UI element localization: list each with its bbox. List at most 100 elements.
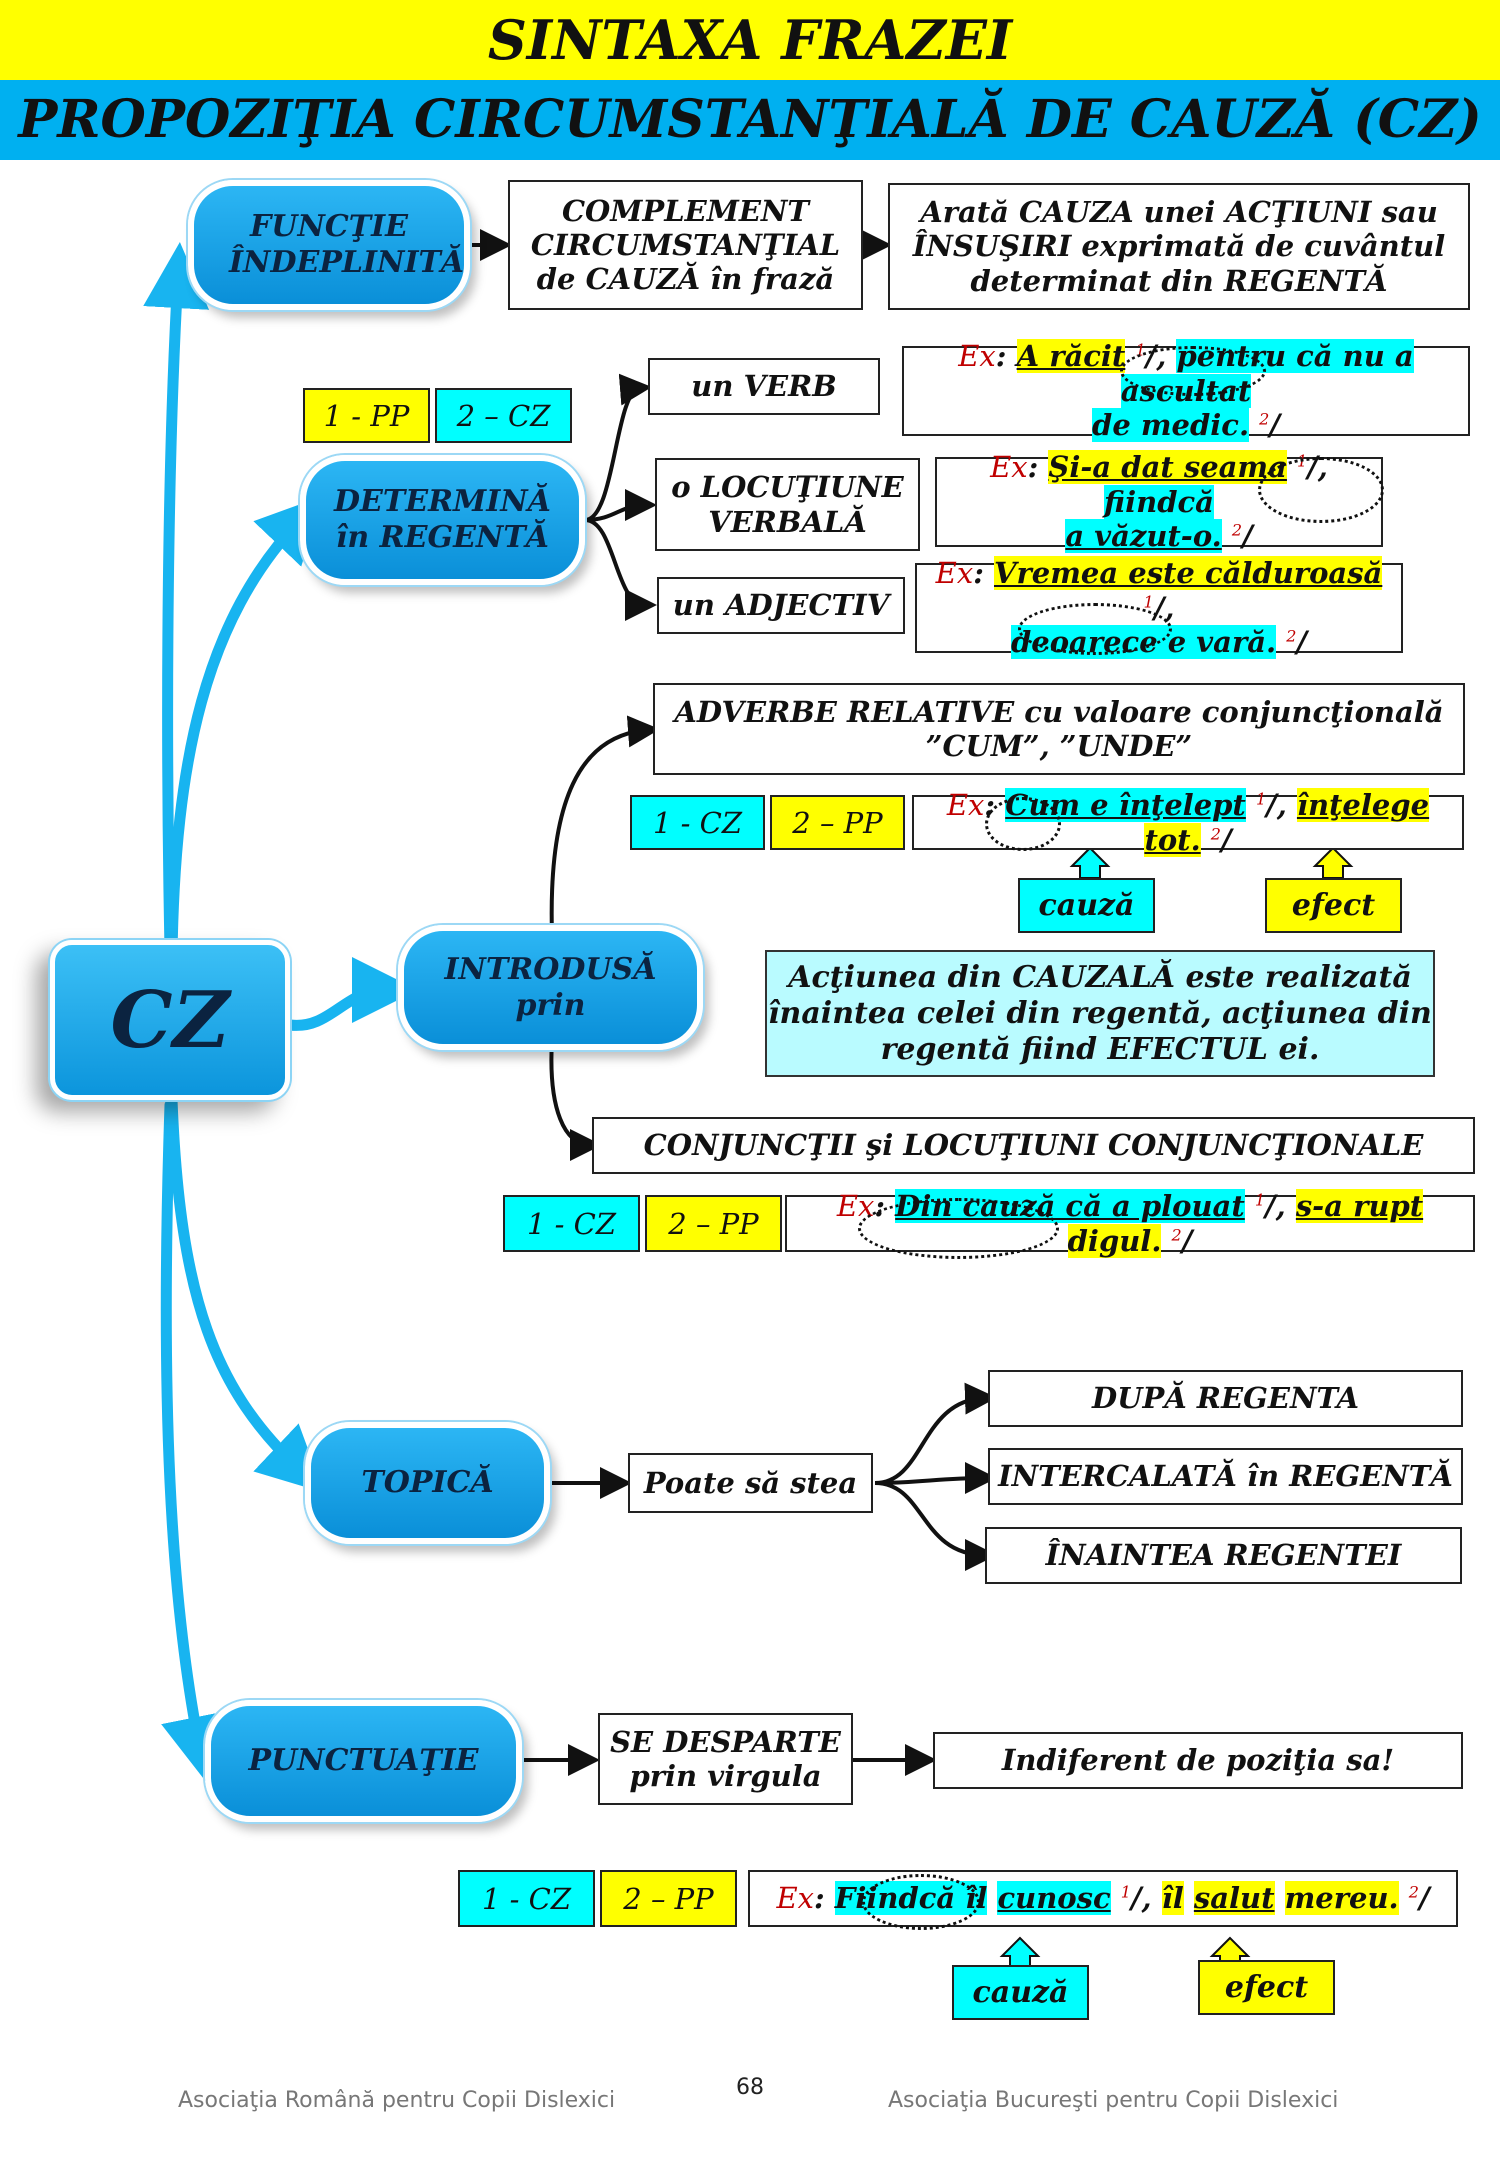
clause-number: 1	[1135, 340, 1146, 360]
example-main-start: îl	[1161, 1881, 1184, 1916]
node-determina: DETERMINĂ în REGENTĂ	[300, 455, 585, 585]
adverbe-l2: ”CUM”, ”UNDE”	[925, 729, 1193, 763]
ex-label: Ex	[946, 787, 985, 822]
clause-number: 2	[1231, 520, 1243, 540]
label-efect: efect	[1198, 1960, 1335, 2015]
page-number: 68	[736, 2075, 764, 2100]
center-node-cz: CZ	[50, 940, 290, 1100]
tag-1-pp: 1 - PP	[303, 388, 430, 443]
box-conjunctii: CONJUNCŢII şi LOCUŢIUNI CONJUNCŢIONALE	[592, 1117, 1475, 1174]
tag-2-pp: 2 – PP	[770, 795, 905, 850]
option-inaintea-regentei: ÎNAINTEA REGENTEI	[985, 1527, 1462, 1584]
option-locutiune-verbala: o LOCUŢIUNE VERBALĂ	[655, 458, 920, 551]
arrow-to-locutiune	[584, 489, 657, 522]
box-indiferent: Indiferent de poziţia sa!	[933, 1732, 1463, 1789]
clause-number: 1	[1120, 1882, 1131, 1902]
tag-1-cz: 1 - CZ	[630, 795, 765, 850]
ex-label: Ex	[935, 555, 974, 590]
tag-1-cz: 1 - CZ	[458, 1870, 595, 1927]
highlight-oval	[858, 1198, 1059, 1259]
branch-introdusa	[284, 957, 418, 1031]
node-topica: TOPICĂ	[305, 1422, 550, 1544]
clause-number: 2	[1408, 1882, 1419, 1902]
tag-2-cz: 2 – CZ	[435, 388, 572, 443]
option-dupa-regenta: DUPĂ REGENTA	[988, 1370, 1463, 1427]
label-cauza: cauză	[1018, 878, 1155, 933]
clause-number: 2	[1210, 823, 1221, 843]
example-main-clause: A răcit	[1016, 338, 1126, 373]
tag-1-cz: 1 - CZ	[503, 1195, 640, 1252]
branch-determina	[166, 496, 323, 961]
example-conjunction: fiindcă	[1104, 484, 1214, 519]
se-desparte-l2: prin virgula	[629, 1759, 822, 1793]
box-complement-l2: CIRCUMSTANŢIAL	[530, 227, 841, 262]
tag-2-pp: 2 – PP	[600, 1870, 737, 1927]
example-main-clause: Şi-a dat seama	[1048, 449, 1287, 484]
clause-number: 2	[1286, 626, 1297, 646]
adverbe-l1: ADVERBE RELATIVE cu valoare conjuncţiona…	[674, 694, 1444, 729]
info-l2: înaintea celei din regentă, acţiunea din	[768, 995, 1432, 1031]
footer-left: Asociaţia Română pentru Copii Dislexici	[178, 2088, 616, 2113]
highlight-oval	[1120, 346, 1266, 396]
highlight-oval	[985, 797, 1061, 851]
arrow-to-verb	[584, 373, 652, 522]
box-arata-cauza: Arată CAUZA unei ACŢIUNI sau ÎNSUŞIRI ex…	[888, 183, 1470, 310]
box-arata-l2: ÎNSUŞIRI exprimată de cuvântul	[912, 229, 1446, 264]
se-desparte-l1: SE DESPARTE	[610, 1724, 841, 1759]
clause-number: 2	[1171, 1224, 1182, 1244]
clause-number: 2	[1259, 409, 1270, 429]
box-arata-l3: determinat din REGENTĂ	[970, 263, 1388, 298]
footer-right: Asociaţia Bucureşti pentru Copii Dislexi…	[888, 2088, 1339, 2113]
node-topica-label: TOPICĂ	[361, 1465, 494, 1500]
arrow-to-adjectiv	[584, 518, 657, 621]
arrow-to-conjunctii	[549, 1039, 602, 1161]
info-l1: Acţiunea din CAUZALĂ este realizată	[788, 959, 1412, 995]
center-label: CZ	[110, 974, 230, 1066]
tag-2-pp: 2 – PP	[645, 1195, 782, 1252]
separator: /	[1269, 408, 1280, 443]
info-cauza-efect: Acţiunea din CAUZALĂ este realizată înai…	[765, 950, 1435, 1077]
node-determina-l2: în REGENTĂ	[336, 520, 549, 555]
branch-topica	[166, 1094, 325, 1493]
highlight-oval	[1018, 603, 1172, 655]
separator: /	[1181, 1223, 1193, 1258]
option-adjectiv: un ADJECTIV	[657, 577, 905, 634]
separator: /	[1296, 625, 1308, 660]
example-main-verb: s-a rupt	[1295, 1188, 1424, 1223]
node-determina-l1: DETERMINĂ	[334, 484, 551, 519]
example-causal-clause-end: de medic.	[1092, 408, 1250, 443]
clause-number: 1	[1254, 1190, 1266, 1210]
ex-label: Ex	[776, 1881, 814, 1916]
example-verb: Ex: A răcit 1/, pentru că nu a ascultat …	[902, 338, 1470, 443]
example-punctuatie: Ex: Fiindcă îl cunosc 1/, îl salut mereu…	[748, 1870, 1458, 1927]
arrow-to-intercalata	[874, 1462, 997, 1495]
box-adverbe-relative: ADVERBE RELATIVE cu valoare conjuncţiona…	[653, 683, 1465, 775]
separator: /,	[1265, 1188, 1286, 1223]
node-introdusa-l1: INTRODUSĂ	[444, 951, 657, 987]
separator: /	[1220, 822, 1232, 857]
node-functie: FUNCŢIE ÎNDEPLINITĂ	[188, 180, 470, 310]
box-complement: COMPLEMENT CIRCUMSTANŢIAL de CAUZĂ în fr…	[508, 180, 863, 310]
box-arata-l1: Arată CAUZA unei ACŢIUNI sau	[920, 195, 1438, 230]
page-subtitle: PROPOZIŢIA CIRCUMSTANŢIALĂ DE CAUZĂ (CZ)	[0, 80, 1500, 160]
separator: /	[1418, 1881, 1430, 1916]
example-main-clause: Vremea este călduroasă	[994, 555, 1383, 590]
arrow-to-adverbe	[549, 715, 660, 936]
node-introdusa: INTRODUSĂ prin	[398, 925, 703, 1050]
box-complement-l1: COMPLEMENT	[561, 193, 810, 228]
node-punctuatie-label: PUNCTUAŢIE	[248, 1743, 479, 1778]
example-main-end: mereu.	[1284, 1881, 1399, 1916]
clause-number: 1	[1143, 591, 1154, 611]
example-main-clause-end: digul.	[1067, 1223, 1162, 1258]
label-efect: efect	[1265, 878, 1402, 933]
clause-number: 1	[1255, 789, 1267, 809]
label-cauza: cauză	[952, 1965, 1089, 2020]
example-main-verb: salut	[1193, 1881, 1275, 1916]
arrow-to-dupa	[874, 1382, 997, 1485]
example-causal-verb: cunosc	[997, 1881, 1111, 1916]
ex-label: Ex	[990, 449, 1028, 484]
highlight-oval	[862, 1874, 980, 1930]
ex-label: Ex	[958, 338, 996, 373]
node-punctuatie: PUNCTUAŢIE	[205, 1700, 522, 1822]
option-locutiune-l1: o LOCUŢIUNE	[671, 470, 904, 505]
